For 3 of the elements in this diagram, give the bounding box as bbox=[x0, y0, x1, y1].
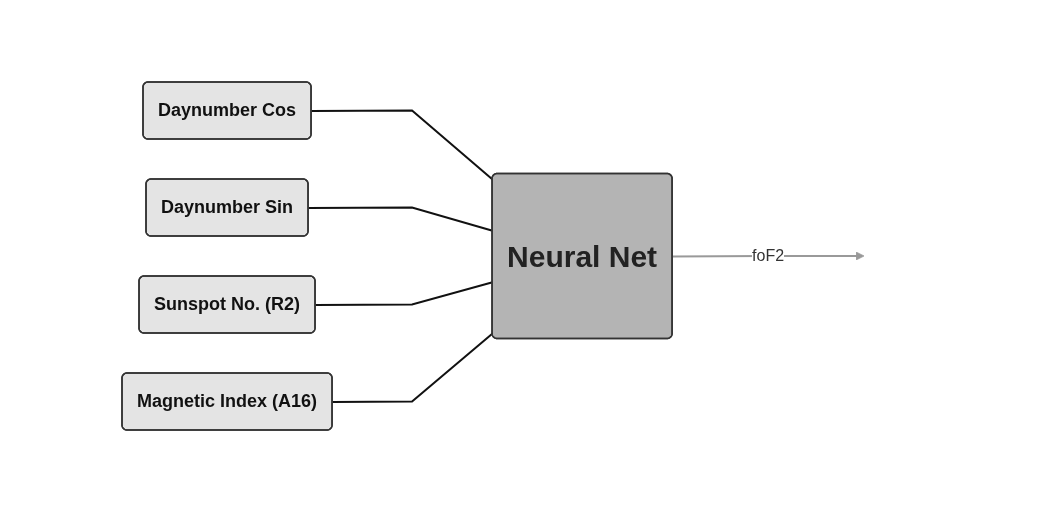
connector bbox=[332, 332, 494, 403]
edge-label: foF2 bbox=[752, 247, 785, 264]
connector bbox=[311, 109, 494, 181]
